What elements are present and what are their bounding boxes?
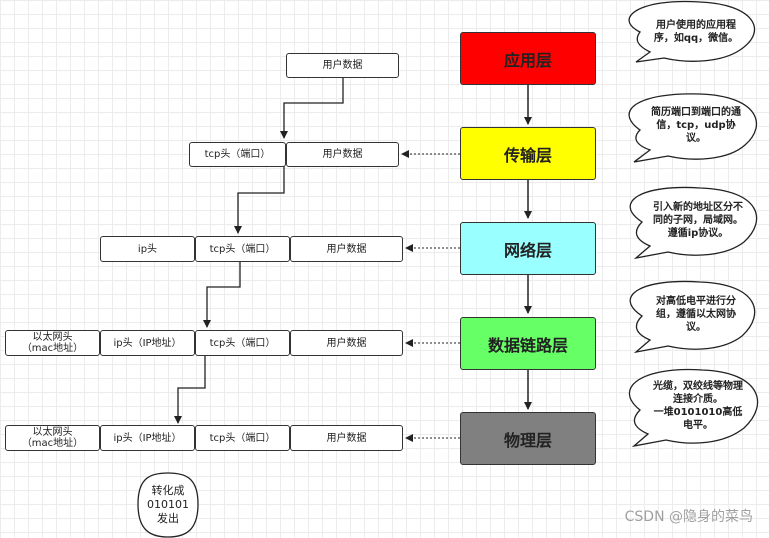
watermark: CSDN @隐身的菜鸟 bbox=[624, 509, 753, 525]
elbow-transport-to-network bbox=[234, 166, 285, 234]
packet-user-data: 用户数据 bbox=[290, 425, 403, 451]
note-datalink: 对高低电平进行分 组，遵循以太网协 议。 bbox=[656, 295, 736, 333]
transmit-note-shape bbox=[137, 472, 199, 538]
packet-tcp-header: tcp头（端口） bbox=[189, 142, 286, 167]
packet-user-data: 用户数据 bbox=[286, 142, 399, 167]
packet-user-data: 用户数据 bbox=[290, 236, 403, 262]
bubble-shape-datalink bbox=[629, 280, 756, 354]
layer-datalink: 数据链路层 bbox=[460, 317, 596, 370]
packet-ip-header: ip头（IP地址） bbox=[100, 425, 195, 451]
layer-application: 应用层 bbox=[460, 32, 596, 85]
layer-physical: 物理层 bbox=[460, 412, 596, 465]
packet-tcp-header: tcp头（端口） bbox=[195, 330, 290, 356]
packet-user-data: 用户数据 bbox=[290, 330, 403, 356]
bubble-shape-physical bbox=[628, 368, 759, 448]
layer-transport: 传输层 bbox=[460, 127, 596, 180]
note-application: 用户使用的应用程 序，如qq，微信。 bbox=[653, 20, 739, 44]
elbow-datalink-to-physical bbox=[174, 356, 206, 424]
packet-ip-header: ip头（IP地址） bbox=[100, 330, 195, 356]
packet-tcp-header: tcp头（端口） bbox=[195, 425, 290, 451]
note-physical: 光缆，双绞线等物理 连接介质。 一堆0101010高低 电平。 bbox=[653, 381, 743, 431]
elbow-network-to-datalink bbox=[203, 262, 241, 328]
bubble-shape-network bbox=[629, 186, 758, 260]
packet-tcp-header: tcp头（端口） bbox=[195, 236, 290, 262]
note-network: 引入新的地址区分不 同的子网，局域网。 遵循ip协议。 bbox=[653, 201, 743, 239]
packet-eth-header: 以太网头 （mac地址） bbox=[5, 425, 100, 451]
transmit-note: 转化成 010101 发出 bbox=[147, 484, 189, 525]
packet-user-data: 用户数据 bbox=[286, 53, 399, 78]
packet-ip-header: ip头 bbox=[100, 236, 195, 262]
layer-network: 网络层 bbox=[460, 222, 596, 275]
elbow-user-data-to-transport bbox=[280, 78, 344, 139]
packet-eth-header: 以太网头 （mac地址） bbox=[5, 330, 100, 356]
bubble-shape-transport bbox=[628, 93, 757, 163]
bubble-shape-app bbox=[628, 0, 756, 63]
note-transport: 简历端口到端口的通 信，tcp，udp协 议。 bbox=[651, 106, 741, 144]
